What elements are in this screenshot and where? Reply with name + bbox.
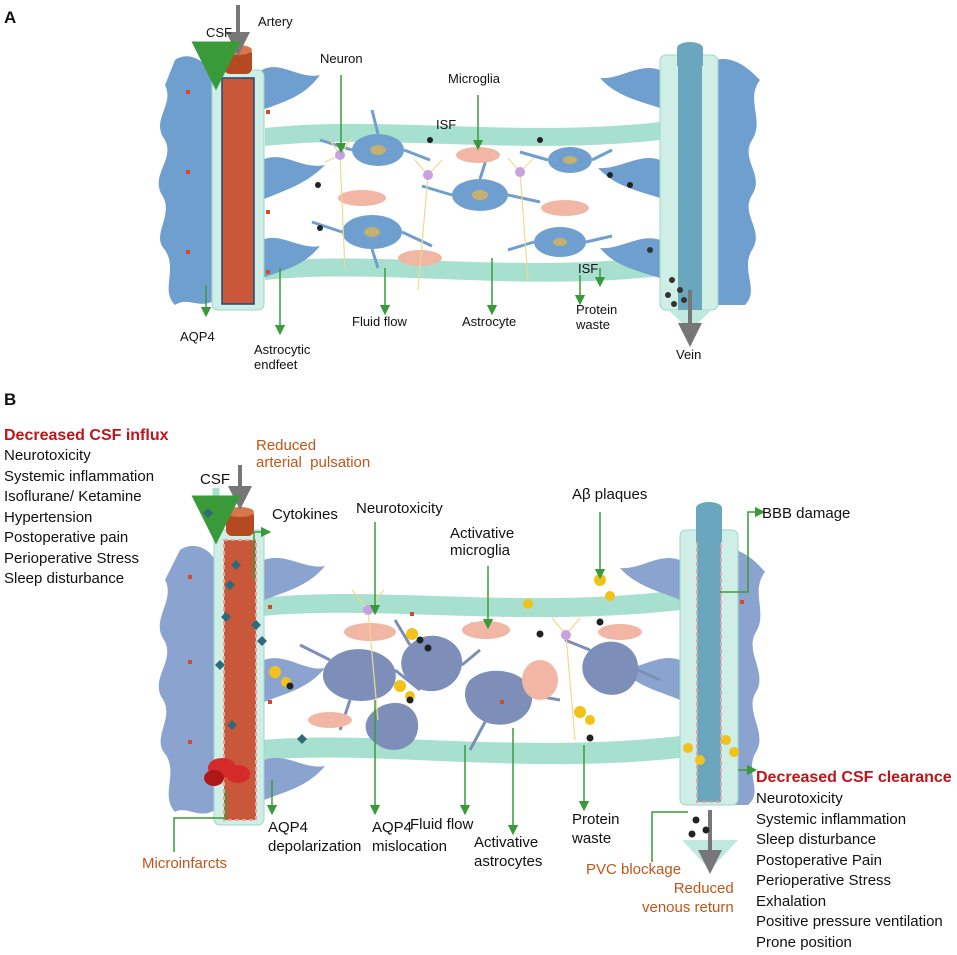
clearance-item: Exhalation <box>756 892 827 910</box>
astrocyte-processes-a <box>311 109 613 269</box>
artery <box>221 77 255 305</box>
label-activative-microglia: Activative microglia <box>450 525 515 560</box>
neuron-cells-a <box>324 137 535 291</box>
label-astrocytic-endfeet: Astrocytic endfeet <box>254 342 311 372</box>
label-vein: Vein <box>676 347 702 362</box>
label-aqp4-mislocation: AQP4 mislocation <box>372 819 448 855</box>
label-artery: Artery <box>258 14 293 29</box>
panel-a-illustration <box>158 5 760 347</box>
aqp4-dots-b <box>188 575 744 744</box>
label-reduced-venous-return: Reduced venous return <box>642 880 734 916</box>
astrocytic-endfeet-left <box>158 56 325 306</box>
influx-item: Isoflurane/ Ketamine <box>4 488 142 505</box>
label-microinfarcts: Microinfarcts <box>142 855 228 872</box>
label-cytokines: Cytokines <box>272 506 338 523</box>
influx-item: Perioperative Stress <box>4 549 140 567</box>
astrocyte-nuclei-a <box>364 145 577 246</box>
clearance-item: Neurotoxicity <box>756 790 843 807</box>
clearance-item: Prone position <box>756 933 852 951</box>
microglia-cells-a <box>338 147 589 266</box>
clearance-item: Postoperative Pain <box>756 851 882 869</box>
clearance-item: Perioperative Stress <box>756 872 892 889</box>
clearance-factor-list: Neurotoxicity Systemic inflammation Slee… <box>756 789 943 953</box>
label-neurotoxicity-b: Neurotoxicity <box>356 500 443 517</box>
influx-heading: Decreased CSF influx <box>4 427 169 444</box>
protein-waste-dots-a <box>647 247 687 307</box>
label-abeta-plaques: Aβ plaques <box>572 486 648 503</box>
isf-channel-top-b <box>262 590 680 618</box>
isf-channel-bottom <box>265 256 660 282</box>
abeta-plaques <box>269 574 739 765</box>
waste-dots-b <box>286 618 710 838</box>
astrocyte-cells-b <box>322 635 639 750</box>
label-isf-bottom: ISF <box>578 261 599 276</box>
label-reduced-arterial-pulsation: Reduced arterial pulsation <box>256 437 371 472</box>
clearance-item: Sleep disturbance <box>756 831 877 848</box>
label-csf-b: CSF <box>200 471 230 488</box>
influx-item: Sleep disturbance <box>4 570 125 587</box>
label-astrocyte: Astrocyte <box>462 314 517 329</box>
label-microglia: Microglia <box>448 71 501 86</box>
panel-a-letter: A <box>4 8 17 27</box>
label-protein-waste-b: Protein waste <box>572 811 620 847</box>
panel-b-letter: B <box>4 390 17 409</box>
influx-factor-list: Neurotoxicity Systemic inflammation Isof… <box>4 446 154 590</box>
waste-dots-a <box>315 137 633 231</box>
label-pvc-blockage: PVC blockage <box>586 861 682 878</box>
label-fluid-flow-a: Fluid flow <box>352 314 407 329</box>
influx-item: Neurotoxicity <box>4 447 91 464</box>
panel-a-pointers <box>200 75 606 336</box>
label-protein-waste-a: Protein waste <box>576 302 618 332</box>
clearance-item: Positive pressure ventilation <box>756 913 943 930</box>
label-neuron: Neuron <box>320 51 363 66</box>
label-bbb-damage: BBB damage <box>762 505 851 522</box>
influx-item: Hypertension <box>4 508 93 526</box>
label-aqp4: AQP4 <box>180 329 215 344</box>
panel-b-illustration <box>158 465 766 874</box>
clearance-heading: Decreased CSF clearance <box>756 769 952 786</box>
clearance-item: Systemic inflammation <box>756 810 907 828</box>
label-isf-top: ISF <box>436 117 457 132</box>
influx-item: Postoperative pain <box>4 529 129 546</box>
vein <box>678 62 702 312</box>
microinfarct-cells <box>204 758 250 786</box>
influx-item: Systemic inflammation <box>4 467 155 485</box>
label-csf-a: CSF <box>206 25 232 40</box>
label-activative-astrocytes: Activative astrocytes <box>474 834 543 870</box>
aqp4-dots-a <box>186 90 270 274</box>
label-fluid-flow-b: Fluid flow <box>410 816 474 833</box>
panel-b-pointers <box>173 506 766 862</box>
label-aqp4-depolarization: AQP4 depolarization <box>268 819 362 855</box>
astrocytic-endfeet-right <box>598 59 760 305</box>
